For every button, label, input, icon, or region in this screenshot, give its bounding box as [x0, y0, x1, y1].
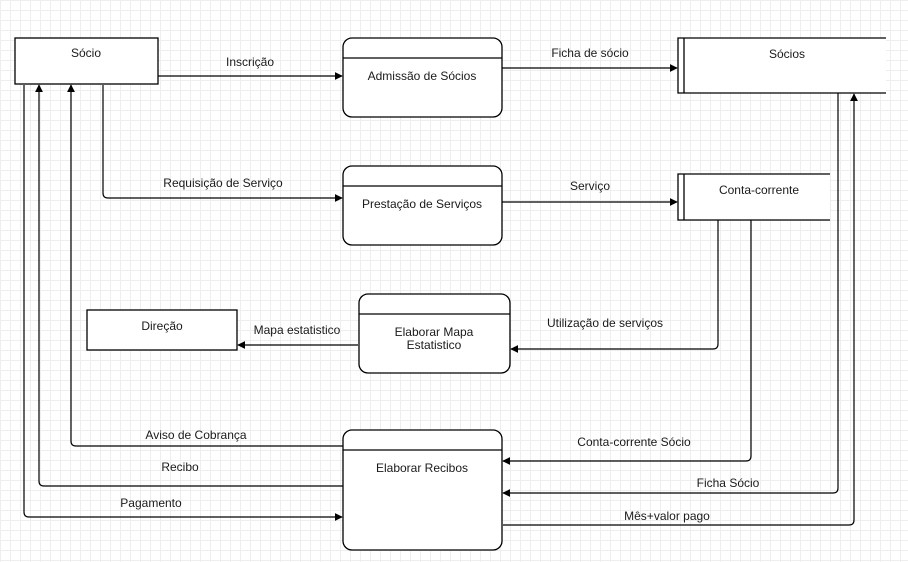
flow-utilizacao-label: Utilização de serviços — [547, 316, 663, 330]
process-mapa-label-line1: Elaborar Mapa — [395, 325, 474, 339]
flow-recibo-arrow — [35, 84, 343, 487]
process-admissao-socios: Admissão de Sócios — [342, 37, 503, 118]
flow-ficha-socio-arrow — [502, 93, 839, 497]
process-elaborar-recibos: Elaborar Recibos — [342, 429, 503, 551]
entity-direcao-label: Direção — [141, 319, 183, 333]
flow-recibo-label: Recibo — [161, 460, 199, 474]
process-mapa-label-line2: Estatistico — [407, 338, 462, 352]
flow-utilizacao-arrow — [510, 220, 719, 353]
flow-conta-corrente-socio-label: Conta-corrente Sócio — [577, 435, 691, 449]
entity-direcao: Direção — [86, 309, 238, 351]
flow-servico-label: Serviço — [570, 179, 610, 193]
flow-conta-corrente-socio-arrow — [502, 220, 752, 465]
entity-socio-label: Sócio — [71, 46, 101, 60]
flow-mapa-estatistico-label: Mapa estatistico — [254, 323, 341, 337]
store-socios-label: Sócios — [769, 47, 805, 61]
store-conta-corrente-label: Conta-corrente — [719, 183, 799, 197]
entity-socio: Sócio — [14, 37, 159, 85]
process-elaborar-mapa: Elaborar Mapa Estatistico — [358, 293, 511, 374]
flow-aviso-cobranca-arrow — [67, 84, 343, 447]
process-prestacao-label: Prestação de Serviços — [362, 197, 482, 211]
store-socios: Sócios — [677, 37, 886, 94]
process-recibos-label: Elaborar Recibos — [376, 461, 468, 475]
flow-ficha-socio-label: Ficha Sócio — [697, 476, 760, 490]
flow-mes-valor-pago-label: Mês+valor pago — [624, 509, 710, 523]
process-prestacao-servicos: Prestação de Serviços — [342, 165, 503, 246]
flow-pagamento-arrow — [23, 85, 343, 521]
flow-aviso-cobranca-label: Aviso de Cobrança — [145, 428, 247, 442]
flow-requisicao-label: Requisição de Serviço — [163, 176, 283, 190]
store-conta-corrente: Conta-corrente — [677, 173, 830, 221]
flow-mes-valor-pago-arrow — [503, 93, 858, 526]
flow-ficha-de-socio-label: Ficha de sócio — [551, 46, 629, 60]
flow-inscricao-label: Inscrição — [226, 55, 274, 69]
flow-pagamento-label: Pagamento — [120, 496, 182, 510]
process-admissao-label: Admissão de Sócios — [368, 69, 477, 83]
flow-requisicao-arrow — [102, 85, 343, 202]
